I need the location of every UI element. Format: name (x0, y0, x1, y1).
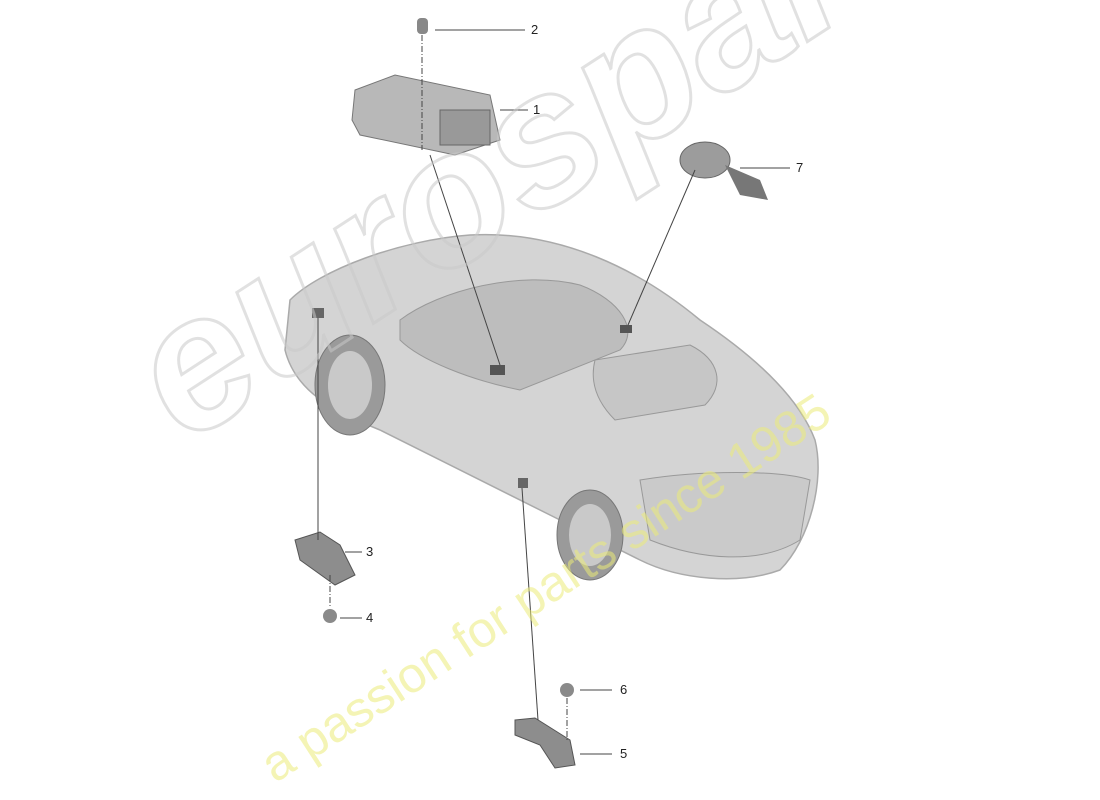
nut-part-4 (323, 609, 337, 623)
callout-3: 3 (366, 544, 374, 559)
clock-spring-part (679, 141, 768, 200)
car-illustration (284, 233, 819, 581)
callout-1: 1 (533, 102, 541, 117)
callout-7: 7 (796, 160, 804, 175)
callout-6: 6 (620, 682, 628, 697)
leader-lines (317, 29, 790, 755)
nut-part-2 (417, 18, 428, 34)
control-unit-part (351, 74, 501, 156)
callout-2: 2 (531, 22, 539, 37)
nut-part-6 (560, 683, 574, 697)
callout-5: 5 (620, 746, 628, 761)
callout-4: 4 (366, 610, 374, 625)
side-sensor-part (514, 717, 576, 769)
front-sensor-part (294, 531, 356, 586)
